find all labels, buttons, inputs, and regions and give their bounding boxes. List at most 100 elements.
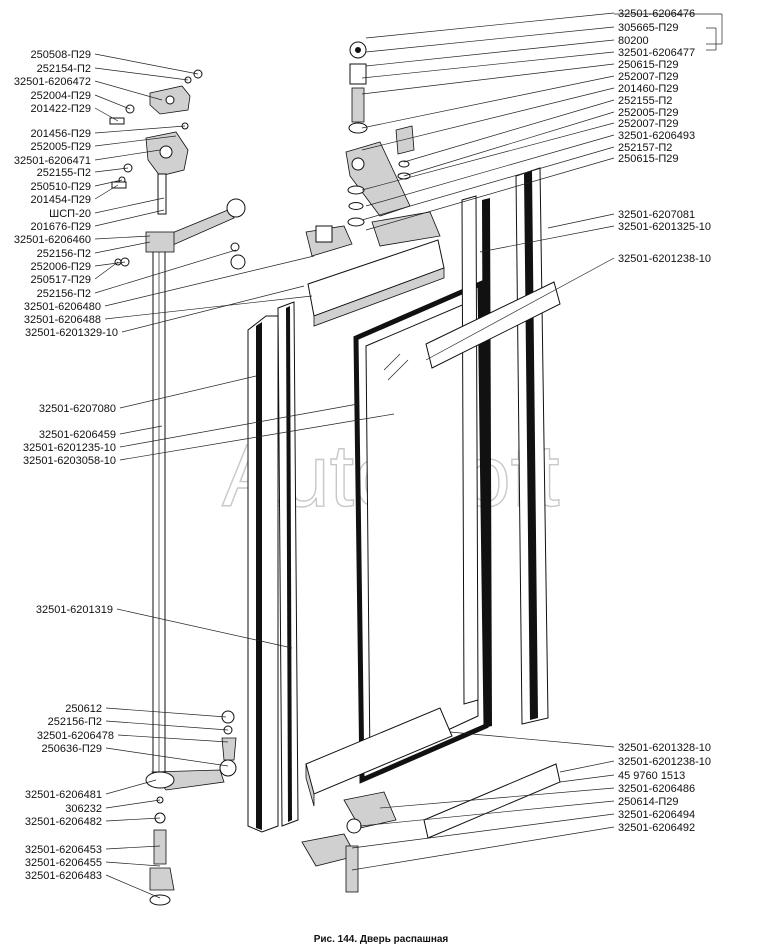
leader-lines xyxy=(94,12,615,899)
leader-line xyxy=(94,125,186,134)
leader-line xyxy=(94,184,119,200)
lower-hinge-parts xyxy=(301,791,397,893)
part-label-right: 250615-П29 xyxy=(618,153,679,165)
leader-line xyxy=(94,249,237,294)
part-label-left: 252006-П29 xyxy=(30,261,91,273)
leader-line xyxy=(379,787,615,809)
part-label-right: 80200 xyxy=(618,35,649,47)
leader-line xyxy=(94,179,123,187)
part-label-left: ШСП-20 xyxy=(49,208,91,220)
part-label-left: 32501-6206483 xyxy=(25,870,102,882)
leader-line xyxy=(361,75,615,129)
leader-line xyxy=(94,167,129,173)
part-label-left: 32501-6201329-10 xyxy=(25,327,118,339)
part-label-left: 201676-П29 xyxy=(30,221,91,233)
part-label-right: 32501-6206476 xyxy=(618,8,695,20)
leader-line xyxy=(104,255,315,307)
leader-line xyxy=(403,111,615,177)
part-label-right: 250614-П29 xyxy=(618,796,679,808)
figure-caption: Рис. 144. Дверь распашная xyxy=(314,934,449,945)
leader-line xyxy=(361,87,615,151)
leader-line xyxy=(361,63,615,95)
leader-line xyxy=(119,413,395,461)
part-label-left: 32501-6206471 xyxy=(14,155,91,167)
leader-line xyxy=(94,107,119,122)
leader-line xyxy=(94,261,119,280)
part-label-left: 252154-П2 xyxy=(37,63,91,75)
right-brackets xyxy=(614,13,723,51)
leader-line xyxy=(104,295,313,320)
leader-line xyxy=(94,197,165,214)
leader-line xyxy=(105,817,161,822)
part-label-right: 32501-6207081 xyxy=(618,209,695,221)
part-label-right: 252007-П29 xyxy=(618,118,679,130)
leader-line xyxy=(365,12,615,39)
part-label-left: 252156-П2 xyxy=(37,288,91,300)
leader-line xyxy=(105,720,229,731)
leader-line xyxy=(359,800,615,827)
leader-line xyxy=(403,99,615,163)
leader-line xyxy=(365,39,615,67)
part-label-left: 252156-П2 xyxy=(37,248,91,260)
part-label-right: 252155-П2 xyxy=(618,95,672,107)
part-label-left: 252004-П29 xyxy=(30,90,91,102)
leader-line xyxy=(94,241,151,254)
part-label-left: 32501-6203058-10 xyxy=(23,455,116,467)
leader-line xyxy=(94,149,161,161)
part-label-left: 32501-6206472 xyxy=(14,76,91,88)
leader-line xyxy=(94,80,163,101)
leader-line xyxy=(361,51,615,79)
leader-line xyxy=(94,135,177,147)
part-label-right: 32501-6201238-10 xyxy=(618,253,711,265)
leader-line xyxy=(105,707,227,718)
part-label-left: 32501-6206478 xyxy=(37,730,114,742)
part-label-right: 32501-6201325-10 xyxy=(618,221,711,233)
leader-line xyxy=(94,235,151,240)
leader-line xyxy=(365,157,615,231)
right-label-list: 32501-6206476305665-П298020032501-620647… xyxy=(618,8,711,834)
leader-line xyxy=(105,799,161,809)
part-label-left: 32501-6201319 xyxy=(36,604,113,616)
leader-line xyxy=(105,779,157,795)
part-label-left: 201454-П29 xyxy=(30,194,91,206)
part-label-left: 252155-П2 xyxy=(37,167,91,179)
part-label-right: 32501-6201238-10 xyxy=(618,756,711,768)
leader-line xyxy=(105,861,161,867)
upper-hinge-stack xyxy=(305,41,441,257)
part-label-left: 32501-6206453 xyxy=(25,844,102,856)
part-label-left: 306232 xyxy=(65,803,102,815)
leader-line xyxy=(119,403,359,448)
part-label-left: 32501-6206460 xyxy=(14,234,91,246)
leader-line xyxy=(94,94,131,110)
part-label-left: 32501-6206455 xyxy=(25,857,102,869)
leader-line xyxy=(105,845,161,850)
part-label-left: 250517-П29 xyxy=(30,274,91,286)
leader-line xyxy=(351,826,615,871)
part-label-right: 201460-П29 xyxy=(618,83,679,95)
part-label-left: 201422-П29 xyxy=(30,103,91,115)
leader-line xyxy=(94,261,126,267)
part-label-left: 32501-6201235-10 xyxy=(23,442,116,454)
leader-line xyxy=(365,26,615,53)
part-label-left: 250636-П29 xyxy=(41,743,102,755)
leader-line xyxy=(361,146,615,221)
leader-line xyxy=(449,731,615,748)
part-label-left: 32501-6207080 xyxy=(39,403,116,415)
part-label-right: 32501-6201328-10 xyxy=(618,742,711,754)
hinge-shaft-assembly xyxy=(109,69,246,906)
leader-line xyxy=(351,813,615,849)
part-label-left: 252156-П2 xyxy=(48,716,102,728)
leader-line xyxy=(559,760,615,773)
leader-line xyxy=(117,734,229,743)
part-label-right: 32501-6206486 xyxy=(618,783,695,795)
part-label-right: 252157-П2 xyxy=(618,142,672,154)
part-label-left: 250508-П29 xyxy=(30,49,91,61)
part-label-left: 250510-П29 xyxy=(30,181,91,193)
part-label-right: 250615-П29 xyxy=(618,59,679,71)
part-label-left: 32501-6206488 xyxy=(24,314,101,326)
leader-line xyxy=(479,225,615,253)
leader-line xyxy=(365,134,615,207)
part-label-right: 32501-6206492 xyxy=(618,822,695,834)
